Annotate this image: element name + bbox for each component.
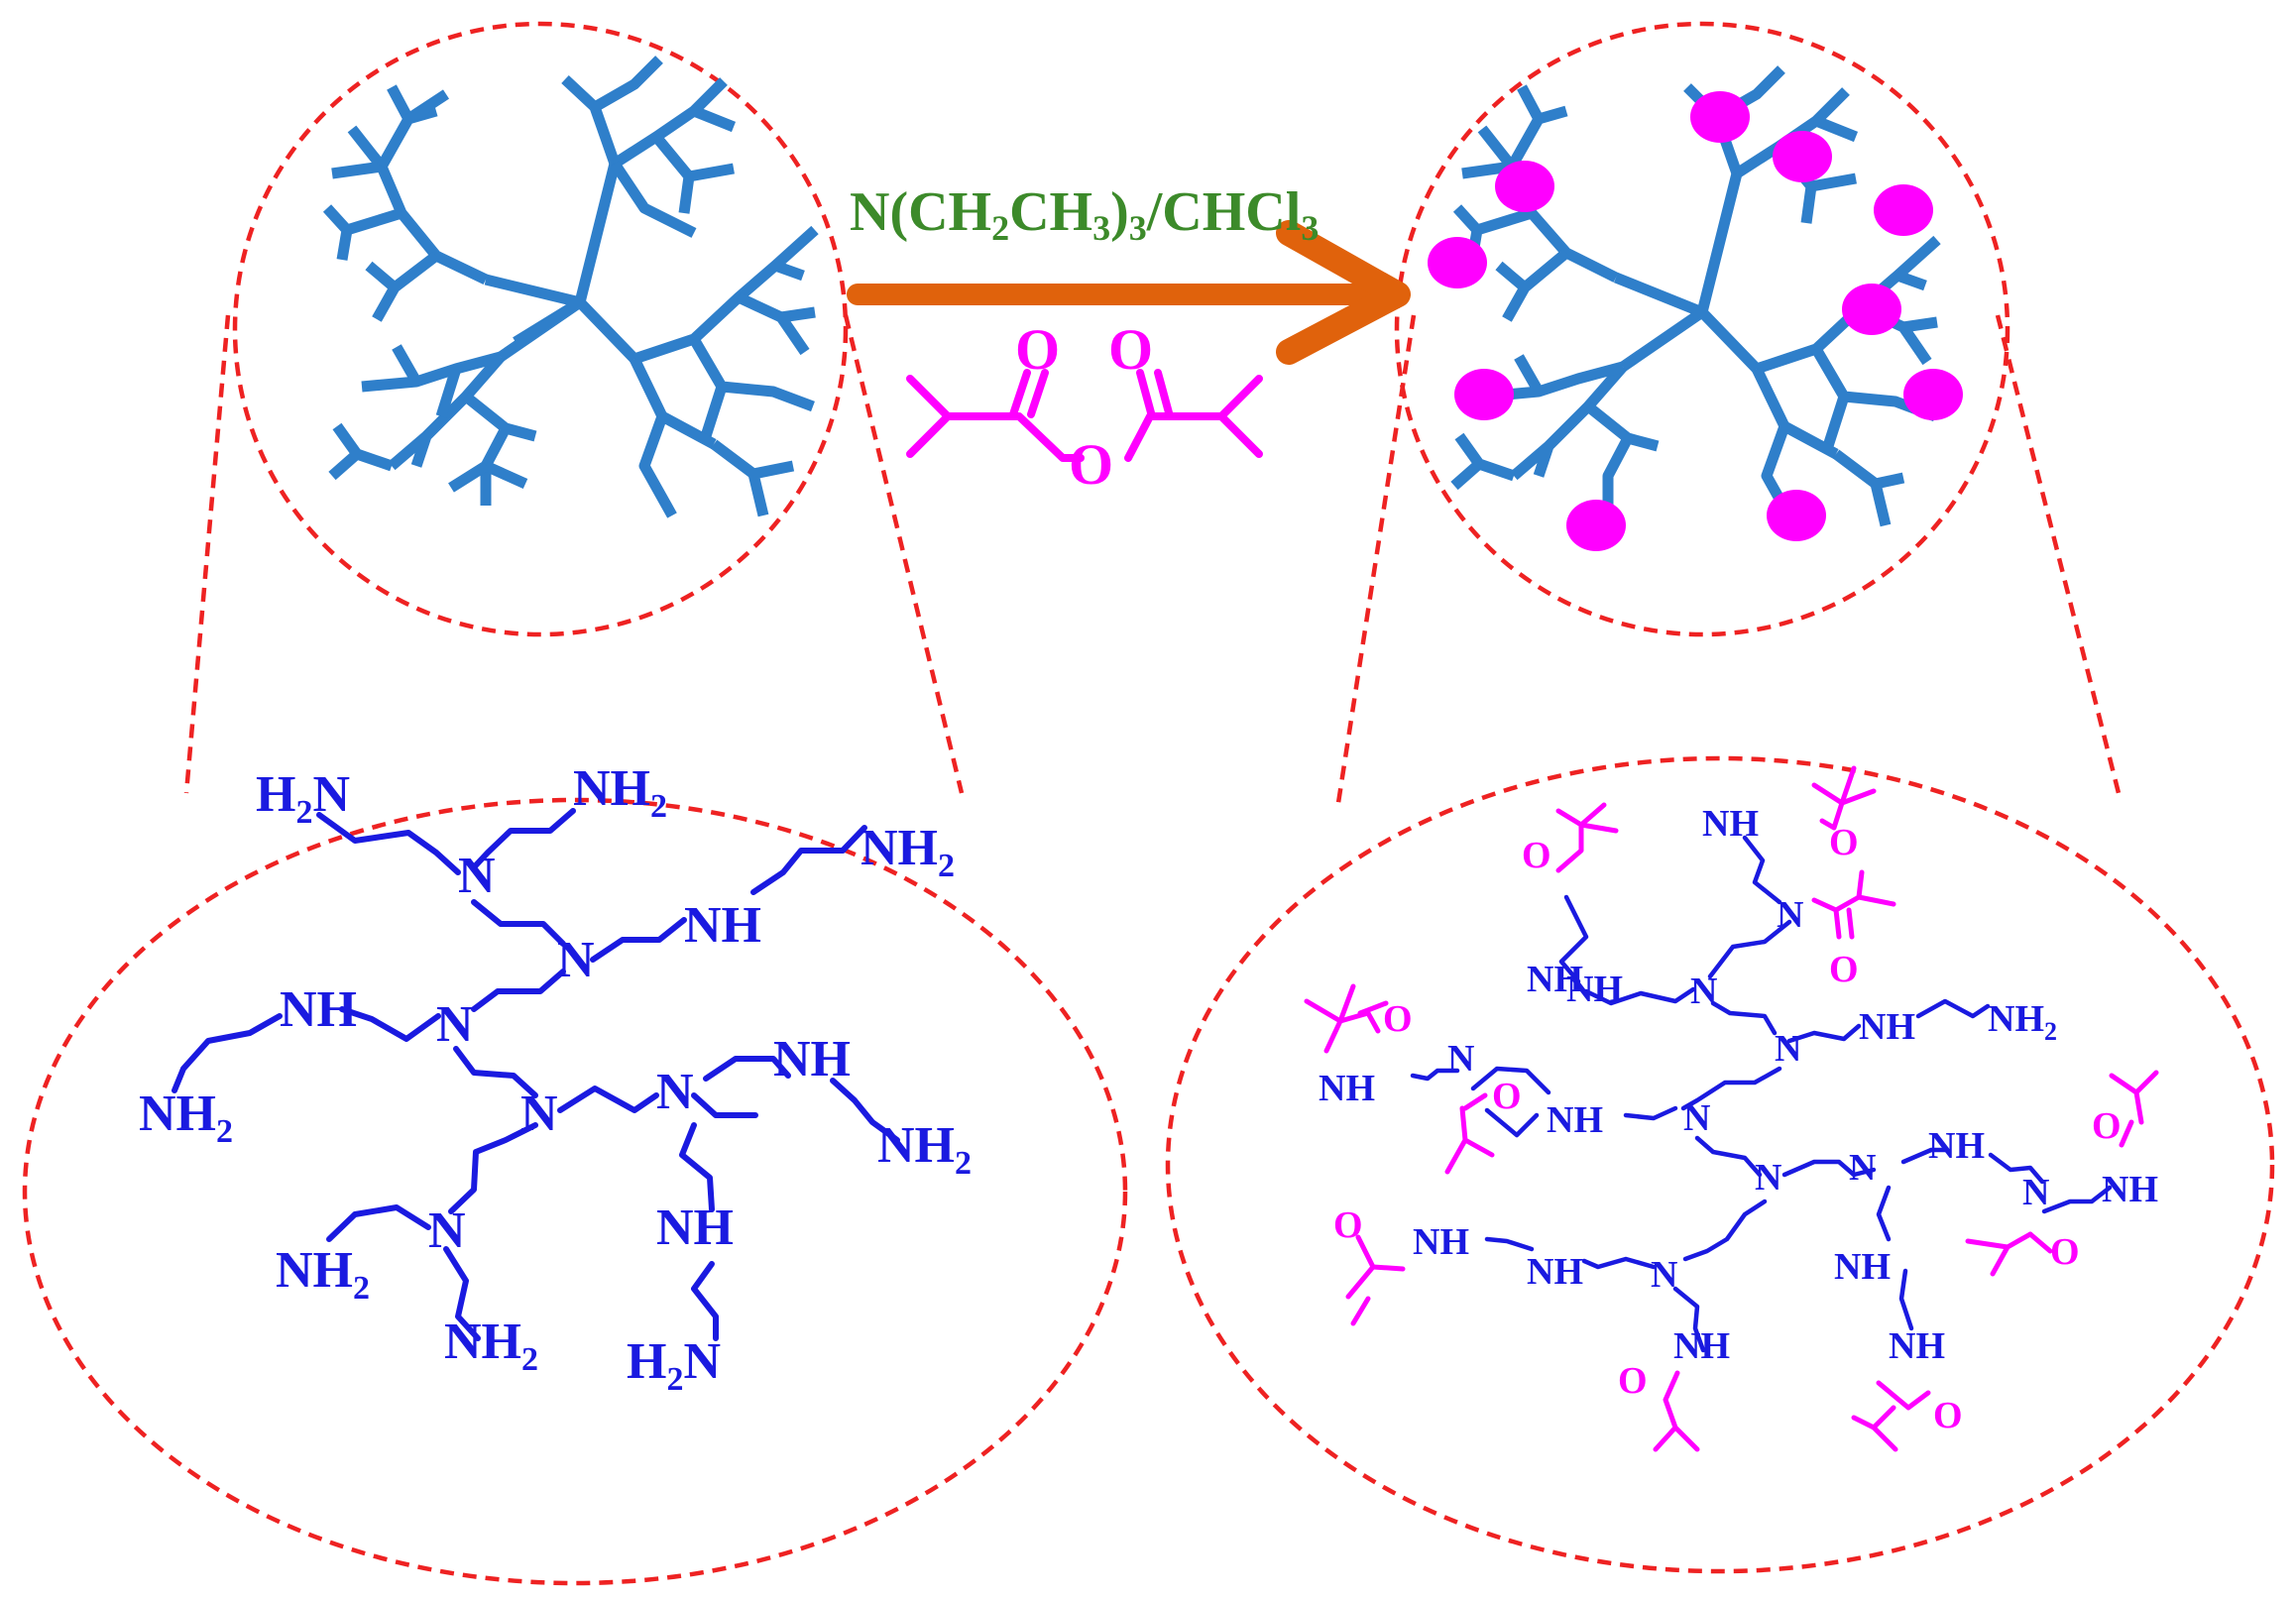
methacrylic-anhydride: O O O: [906, 317, 1263, 497]
right-label-nh-right: NH: [1859, 1006, 1915, 1048]
right-label-n-lower-right: N: [1849, 1147, 1876, 1189]
left-label-n3: N: [436, 996, 474, 1053]
left-label-nh2-right: NH2: [877, 1117, 972, 1182]
right-label-o: O: [1522, 835, 1551, 876]
right-zoom-line-1: [1335, 314, 1417, 804]
right-label-n-far-right: N: [2022, 1172, 2049, 1213]
left-structure-outline: [22, 797, 1128, 1586]
right-label-o: O: [1492, 1076, 1522, 1117]
functional-group-dot: [1903, 369, 1963, 420]
anhydride-o-bridge: O: [1069, 432, 1113, 497]
left-dendrimer-icon: [322, 56, 819, 518]
functional-group-dot: [1690, 91, 1750, 143]
left-amine-structure: H2N NH2 N NH2 NH N NH N NH2 N N NH NH2 N…: [139, 760, 972, 1398]
right-label-nh-bottom-left: NH: [1413, 1221, 1469, 1263]
right-functionalized-structure: NH NH N NH N N NH NH2 N NH NH N N N NH N…: [1304, 765, 2159, 1452]
right-label-o: O: [1829, 822, 1859, 863]
right-label-o: O: [1933, 1395, 1963, 1436]
anhydride-o-right: O: [1108, 317, 1153, 382]
left-label-nh-lower: NH: [656, 1200, 734, 1256]
right-zoom-line-2: [1995, 314, 2122, 794]
right-label-nh-lower-right: NH: [1928, 1125, 1985, 1167]
right-label-o: O: [1618, 1360, 1648, 1402]
right-dendrimer-outline: [1394, 21, 2010, 637]
left-zoom-line-2: [843, 314, 965, 794]
right-label-o: O: [1383, 998, 1413, 1040]
right-structure-outline: [1165, 755, 2275, 1574]
right-label-nh-far-right: NH: [2102, 1169, 2158, 1210]
right-label-n-left: N: [1447, 1038, 1474, 1080]
anhydride-o-left: O: [1015, 317, 1060, 382]
right-label-o: O: [1829, 949, 1859, 990]
left-label-h2n-top: H2N: [256, 766, 350, 831]
functional-group-dot: [1767, 490, 1826, 541]
functional-group-dot: [1874, 184, 1933, 236]
right-label-nh-top: NH: [1702, 803, 1759, 845]
functional-group-dot: [1566, 500, 1626, 551]
functional-group-dot: [1773, 131, 1832, 182]
left-label-n1: N: [458, 848, 496, 904]
left-label-n6: N: [428, 1202, 466, 1259]
right-label-nh-bottom-right: NH: [1834, 1246, 1891, 1288]
right-label-o: O: [1333, 1204, 1363, 1246]
left-dendrimer-outline: [232, 21, 849, 637]
right-label-n-mid: N: [1683, 1097, 1710, 1139]
right-label-n-upper: N: [1690, 971, 1717, 1012]
reagent-label: N(CH2CH3)3/CHCl3: [850, 181, 1319, 248]
right-label-nh-bottom: NH: [1673, 1325, 1730, 1367]
right-label-nh-upper-left: NH: [1566, 969, 1623, 1010]
right-label-n-top: N: [1777, 894, 1803, 936]
right-label-o: O: [2050, 1231, 2080, 1273]
right-label-n-center: N: [1775, 1028, 1801, 1070]
left-label-n4: N: [520, 1086, 558, 1142]
functional-group-dot: [1454, 369, 1514, 420]
left-label-nh2-top: NH2: [573, 760, 667, 825]
left-zoom-line-1: [183, 314, 231, 794]
right-label-nh-far-left: NH: [1319, 1068, 1375, 1109]
reaction-arrow: [847, 220, 1411, 365]
right-label-o: O: [2092, 1105, 2122, 1147]
right-label-nh-top-left: NH: [1527, 959, 1583, 1000]
right-label-nh-mid-left: NH: [1547, 1099, 1603, 1141]
left-label-nh-upper-right: NH: [684, 897, 761, 954]
right-label-nh-bottom-mid: NH: [1527, 1251, 1583, 1293]
functional-group-dot: [1495, 161, 1554, 212]
left-label-nh2-bottom: NH2: [444, 1314, 538, 1378]
left-label-n2: N: [557, 932, 595, 988]
left-label-nh-right: NH: [773, 1031, 851, 1087]
left-label-nh2-lower-left: NH2: [276, 1242, 370, 1307]
left-label-n5: N: [656, 1064, 694, 1120]
right-label-n-bottom: N: [1651, 1254, 1677, 1296]
left-label-h2n-bottom: H2N: [627, 1333, 721, 1398]
right-label-n-lower: N: [1755, 1157, 1781, 1199]
right-label-nh-bottom-far-right: NH: [1889, 1325, 1945, 1367]
right-label-nh2-right: NH2: [1988, 998, 2057, 1046]
functional-group-dot: [1428, 237, 1487, 288]
left-label-nh-left: NH: [280, 981, 357, 1038]
right-dendrimer-icon: [1428, 65, 1963, 551]
functional-group-dot: [1842, 284, 1901, 335]
left-label-nh2-left: NH2: [139, 1086, 233, 1150]
left-label-nh2-upper-right: NH2: [861, 820, 955, 884]
